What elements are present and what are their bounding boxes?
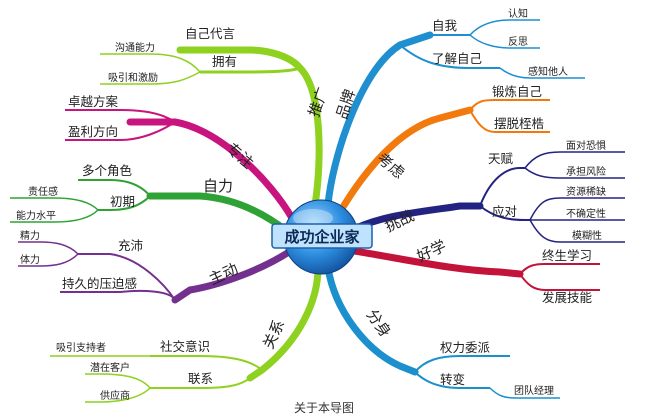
- branch-label-fenshen: 分身: [363, 306, 395, 341]
- node-yongyou: 拥有: [212, 54, 237, 69]
- node-chijiudeyapogan: 持久的压迫感: [62, 276, 137, 291]
- node-jingli: 精力: [20, 229, 40, 242]
- map-caption: 关于本导图: [293, 401, 354, 415]
- node-duogejuese: 多个角色: [82, 163, 133, 178]
- node-ziyuanxique: 资源稀缺: [566, 185, 606, 198]
- center-title: 成功企业家: [284, 228, 359, 246]
- branch-zhuanzhu: 卓越方案 盈利方向 专注: [65, 94, 296, 222]
- node-liaojieziji: 了解自己: [432, 51, 482, 66]
- node-baituozhigu: 摆脱桎梏: [494, 116, 544, 131]
- node-lianxi: 联系: [188, 371, 213, 386]
- node-chongpei: 充沛: [118, 238, 143, 253]
- node-xiyinhejili: 吸引和激励: [108, 71, 158, 84]
- branch-label-pinpai: 品牌: [333, 87, 359, 121]
- branch-guanxi: 社交意识 联系 吸引支持者 潜在客户 供应商 关系: [50, 264, 322, 403]
- node-zhuanbian: 转变: [440, 372, 465, 387]
- node-duanlianziji: 锻炼自己: [492, 84, 542, 99]
- branch-zhudong: 充沛 持久的压迫感 精力 体力 主动: [18, 229, 296, 304]
- branch-kaolv: 锻炼自己 摆脱桎梏 考虑: [336, 84, 550, 216]
- branch-zili: 多个角色 初期 责任感 能力水平 自力: [10, 163, 292, 236]
- branch-label-zili: 自力: [203, 177, 233, 195]
- node-zerengan: 责任感: [28, 185, 58, 198]
- node-yingdui: 应对: [492, 204, 517, 219]
- node-chuqi: 初期: [110, 194, 135, 209]
- branch-haoxue: 终生学习 发展技能 好学: [344, 237, 600, 305]
- node-chengdanfengxian: 承担风险: [566, 165, 606, 178]
- node-quanliweipai: 权力委派: [440, 340, 491, 355]
- node-gongyingshang: 供应商: [100, 389, 130, 402]
- center-label-box: [271, 223, 373, 249]
- node-tianfu: 天赋: [488, 151, 514, 166]
- branch-fenshen: 权力委派 转变 团队经理 分身: [324, 264, 560, 399]
- node-ziwo: 自我: [432, 18, 458, 33]
- node-zhongshengxuexi: 终生学习: [542, 248, 592, 263]
- node-zijidaiyan: 自己代言: [185, 26, 235, 41]
- center-node: 成功企业家: [271, 199, 373, 275]
- node-yinglifangxiang: 盈利方向: [68, 124, 118, 139]
- node-qianzaikehu: 潜在客户: [90, 361, 130, 374]
- node-zhuoyuefangan: 卓越方案: [68, 94, 119, 109]
- node-nenglishuiping: 能力水平: [16, 209, 56, 222]
- node-renzhi: 认知: [508, 7, 528, 20]
- branch-pinpai: 自我 了解自己 认知 反思 感知他人 品牌: [324, 7, 585, 209]
- node-goutongnengli: 沟通能力: [115, 41, 155, 54]
- node-buquedingxing: 不确定性: [566, 207, 606, 220]
- node-xiyinzhichizhe: 吸引支持者: [56, 341, 106, 354]
- node-ganzhitaren: 感知他人: [528, 65, 568, 78]
- node-fazhanjineng: 发展技能: [542, 290, 593, 305]
- node-fansi: 反思: [508, 36, 528, 48]
- node-mohuxing: 模糊性: [572, 229, 602, 242]
- node-tili: 体力: [20, 253, 40, 266]
- node-shejiaoyishi: 社交意识: [160, 339, 210, 354]
- node-miandui: 面对恐惧: [566, 139, 606, 152]
- node-tuanduijingli: 团队经理: [514, 384, 554, 397]
